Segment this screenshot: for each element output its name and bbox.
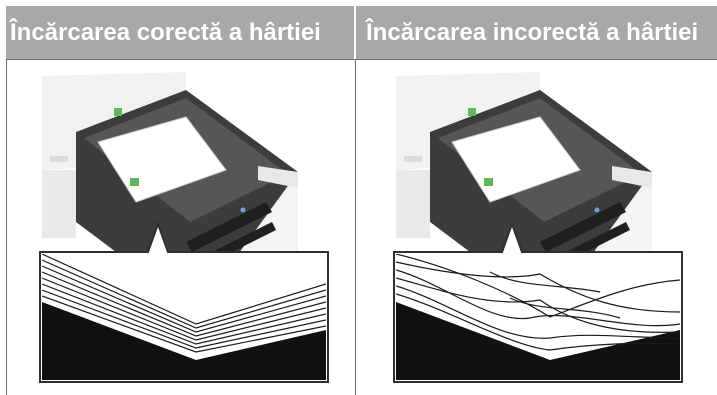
left-border (6, 59, 7, 395)
incorrect-loading-illustration (390, 62, 690, 392)
column-header-correct: Încărcarea corectă a hârtiei (6, 6, 354, 59)
header-divider (6, 59, 717, 60)
column-divider (355, 59, 356, 395)
column-header-incorrect: Încărcarea incorectă a hârtiei (356, 6, 717, 59)
correct-loading-illustration (36, 62, 336, 392)
